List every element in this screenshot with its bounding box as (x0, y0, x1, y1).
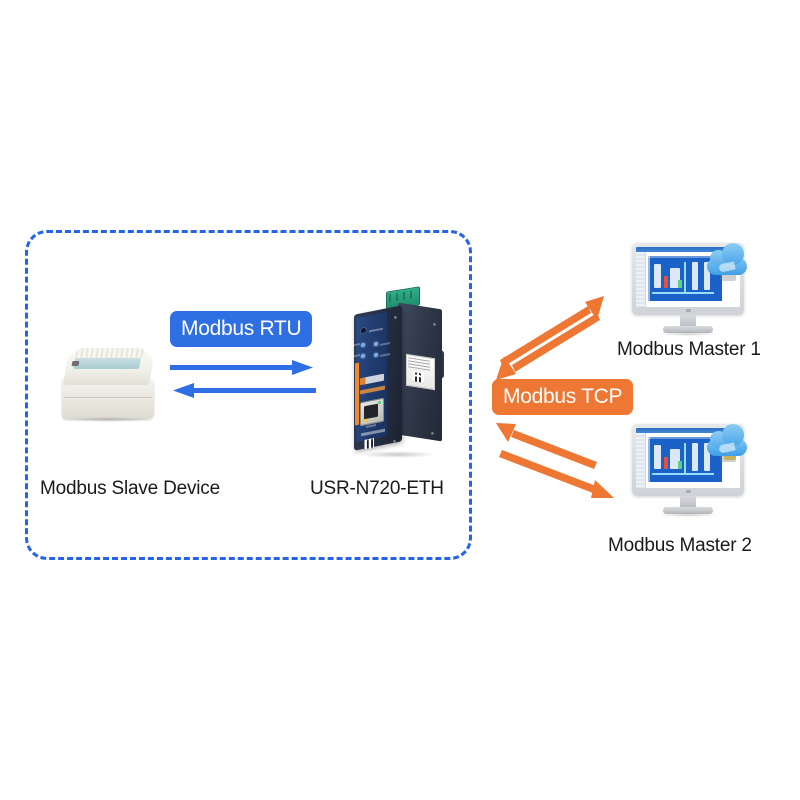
monitor-stand-base (663, 326, 713, 333)
monitor-brand-dot (686, 490, 691, 493)
gateway-accent-strip (355, 362, 359, 426)
hmi-tank-1 (654, 264, 661, 288)
monitor-stand-neck (680, 496, 696, 507)
gateway-shadow (358, 451, 436, 458)
modbus-tcp-arrows-master1 (496, 296, 604, 380)
monitor-screen (636, 247, 740, 307)
hmi-indicator-green (678, 461, 682, 469)
modbus-master-2-caption: Modbus Master 2 (608, 535, 752, 556)
monitor-stand-neck (680, 315, 696, 326)
modbus-slave-device-icon (60, 345, 160, 422)
modbus-master-1-caption: Modbus Master 1 (617, 339, 761, 360)
modbus-slave-device-caption: Modbus Slave Device (40, 478, 220, 499)
monitor-app-titlebar (636, 247, 740, 252)
gateway-screw-bottom-right (431, 432, 434, 435)
monitor-cloud-watermark (720, 454, 736, 462)
hmi-tank-1 (654, 445, 661, 469)
monitor-app-titlebar (636, 428, 740, 433)
usr-n720-gateway-icon (340, 286, 448, 466)
monitor-stand-base (663, 507, 713, 514)
hmi-indicator-red (664, 276, 668, 288)
monitor-yellow-marker (724, 452, 736, 460)
hmi-tank-4 (704, 443, 710, 471)
modbus-master-1-icon (632, 243, 744, 337)
gateway-qr-code (364, 438, 374, 450)
gateway-rj45-opening (364, 403, 378, 420)
hmi-tank-2 (670, 268, 680, 288)
hmi-pipe-main (652, 473, 714, 475)
cloud-bump-right (722, 424, 744, 446)
hmi-pipe-riser (684, 443, 686, 473)
gateway-screw-top (394, 316, 397, 319)
cloud-bump-right (722, 243, 744, 265)
hmi-tank-3 (692, 443, 698, 471)
gateway-screw-bottom (393, 440, 396, 443)
monitor-app-sidebar (636, 433, 646, 488)
cloud-icon (705, 243, 749, 277)
hmi-tank-4 (704, 262, 710, 290)
hmi-indicator-green (678, 280, 682, 288)
gateway-rj45-link-led (378, 400, 381, 405)
gateway-sticker-qr-code (413, 370, 424, 383)
modbus-tcp-label: Modbus TCP (492, 379, 634, 415)
hmi-indicator-red (664, 457, 668, 469)
usr-n720-eth-caption: USR-N720-ETH (310, 478, 444, 499)
monitor-brand-dot (686, 309, 691, 312)
slave-device-seam (64, 397, 152, 398)
gateway-screw-top-right (433, 323, 436, 326)
serial-side-zone-border (25, 230, 472, 560)
hmi-tank-2 (670, 449, 680, 469)
hmi-tank-3 (692, 262, 698, 290)
modbus-rtu-label: Modbus RTU (170, 311, 313, 347)
monitor-shadow (658, 332, 718, 336)
modbus-rtu-arrows (170, 360, 316, 398)
slave-device-ridges (75, 348, 147, 358)
cloud-icon (705, 424, 749, 458)
monitor-cloud-watermark (720, 273, 736, 281)
monitor-app-sidebar (636, 252, 646, 307)
monitor-shadow (658, 513, 718, 517)
hmi-pipe-riser (684, 262, 686, 292)
modbus-tcp-arrows-master2 (496, 423, 614, 498)
slave-device-paper-slot (73, 358, 141, 369)
slave-device-button (71, 361, 80, 366)
slave-device-shadow (66, 417, 152, 422)
hmi-pipe-main (652, 292, 714, 294)
